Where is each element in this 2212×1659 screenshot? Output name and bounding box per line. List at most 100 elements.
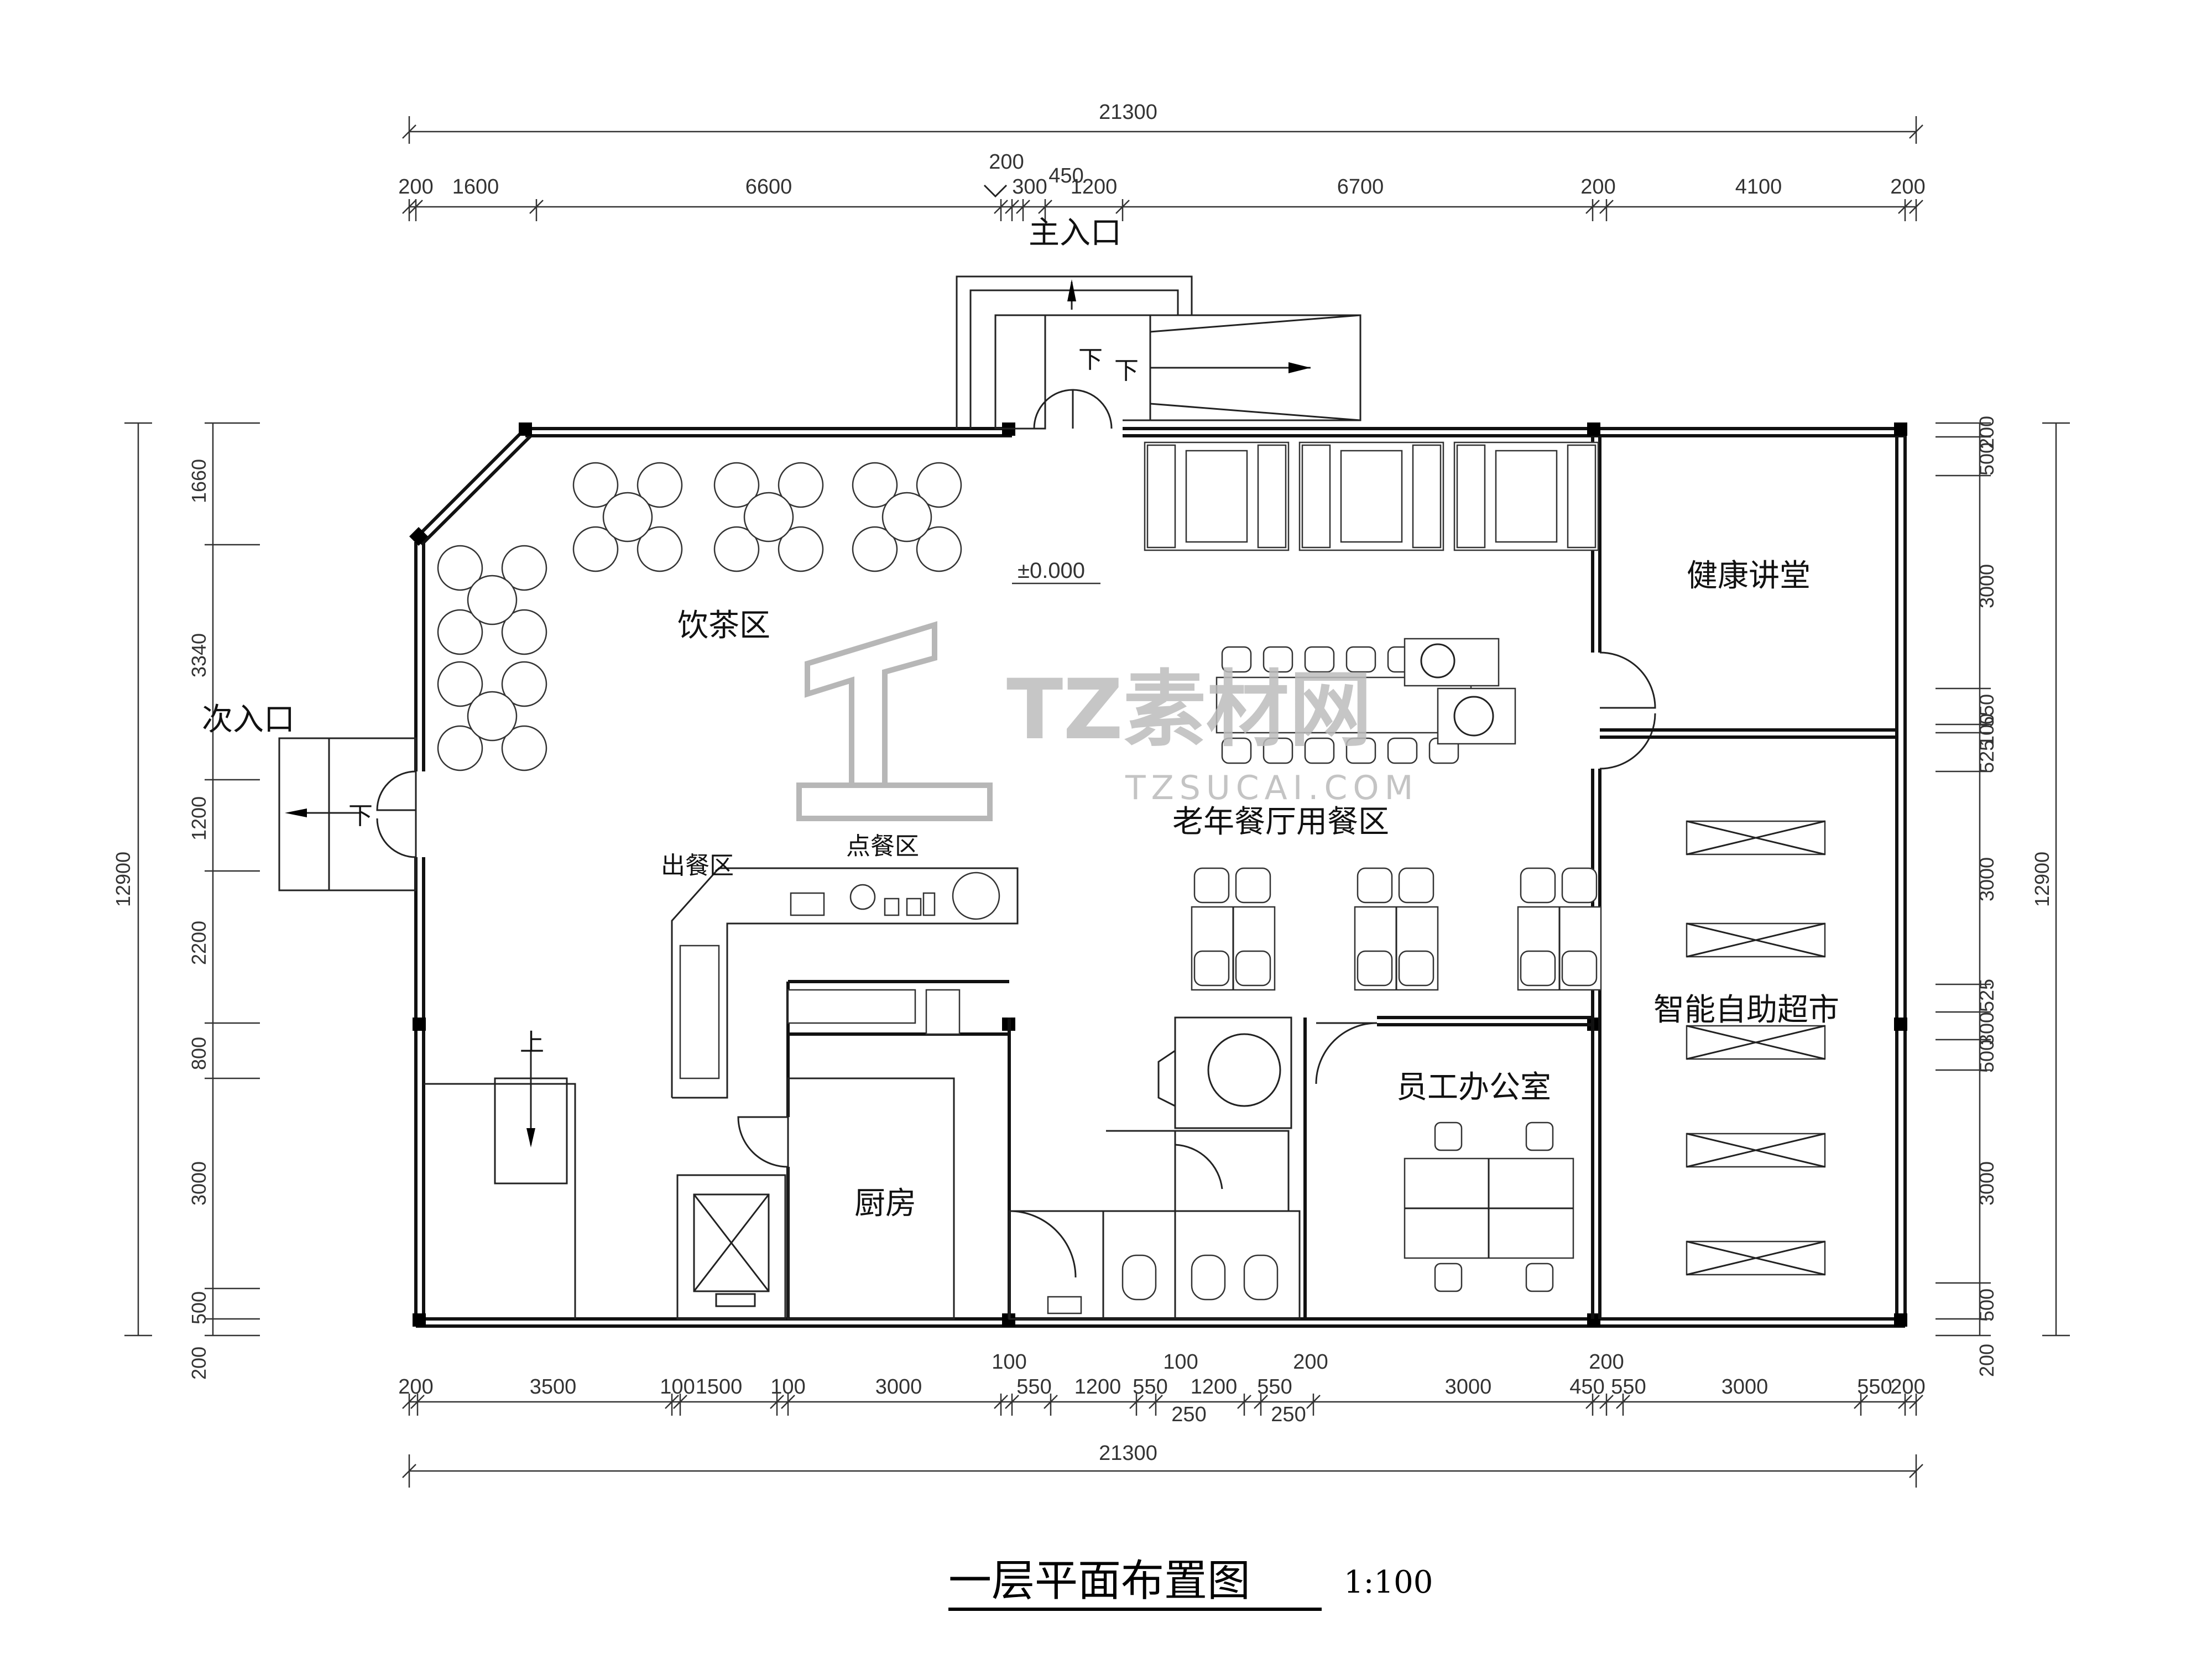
dim-bottom-segment: 1200 (1074, 1375, 1121, 1399)
watermark-url-text: TZSUCAI.COM (1125, 769, 1418, 807)
stair-mark-down-2: 下 (1114, 357, 1139, 385)
dim-top-segment: 1200 (1071, 175, 1118, 199)
dim-left-segment: 500 (187, 1291, 210, 1324)
dim-right-segments: 2005003000550100525300052530050030005002… (1975, 416, 1998, 1377)
dim-left-segment: 3000 (187, 1161, 210, 1206)
dim-top-segment: 6700 (1337, 175, 1384, 199)
watermark-logo-mark (796, 621, 993, 821)
stair-mark-up: 上 (520, 1029, 544, 1057)
dim-top-segment: 4100 (1735, 175, 1782, 199)
dim-right-segment: 500 (1975, 1040, 1998, 1073)
dim-top-segment: 450 (1048, 164, 1083, 187)
dim-left-segment: 1660 (187, 459, 210, 503)
dim-left-segment: 3340 (187, 633, 210, 677)
dim-bottom-segment: 550 (1257, 1375, 1292, 1399)
exterior-walls (413, 427, 1907, 1328)
elevator (676, 1174, 786, 1320)
market-shelf (1686, 1133, 1826, 1168)
dining-table-group (1191, 867, 1276, 991)
dim-bottom-segment-secondary: 250 (1271, 1403, 1306, 1426)
dim-bottom-segment: 3000 (1445, 1375, 1492, 1399)
dim-top-total: 21300 (1099, 101, 1157, 124)
market-shelves (1686, 820, 1826, 1276)
office-desks (1404, 1121, 1574, 1292)
dim-left-total: 12900 (112, 852, 134, 907)
dim-right-segment: 3000 (1975, 1161, 1998, 1206)
booth-seating (1144, 441, 1599, 551)
dim-left-segment: 2200 (187, 921, 210, 965)
booth (1298, 441, 1444, 551)
watermark-logo-text: TZ素材网 (1006, 662, 1372, 758)
dim-bottom-segment: 550 (1611, 1375, 1646, 1399)
dim-bottom-segment: 550 (1016, 1375, 1051, 1399)
dim-top-segment: 200 (989, 150, 1024, 174)
dim-bottom-total: 21300 (1099, 1442, 1157, 1465)
label-main-entrance: 主入口 (1029, 215, 1121, 251)
dim-bottom-segment-secondary: 100 (1163, 1350, 1198, 1374)
dim-bottom-segment-secondary: 200 (1293, 1350, 1328, 1374)
dim-right-segment: 500 (1975, 1288, 1998, 1322)
drawing-title: 一层平面布置图 (948, 1556, 1250, 1606)
booth (1453, 441, 1599, 551)
stair-mark-down-1: 下 (1078, 346, 1103, 374)
dim-bottom-segment: 550 (1133, 1375, 1167, 1399)
toilet-fixtures (1047, 1254, 1279, 1314)
service-counter (671, 867, 1019, 1099)
dim-bottom-segment-secondary: 250 (1171, 1403, 1206, 1426)
label-health-lecture: 健康讲堂 (1687, 558, 1811, 594)
dim-right-segment: 200 (1975, 416, 1998, 449)
label-dining-area: 老年餐厅用餐区 (1172, 804, 1389, 840)
dim-top-segment: 200 (398, 175, 433, 199)
tea-tables (437, 462, 962, 771)
structural-columns (409, 422, 1907, 1327)
side-entrance (278, 737, 417, 891)
watermark: TZ素材网 TZSUCAI.COM (796, 621, 1418, 821)
planters (1404, 638, 1516, 745)
stair-up (424, 1051, 576, 1319)
label-staff-office: 员工办公室 (1396, 1070, 1551, 1105)
level-mark: ±0.000 (1018, 559, 1085, 583)
dim-top-segment: 200 (1580, 175, 1615, 199)
dim-right-segment: 3000 (1975, 564, 1998, 608)
label-ordering-area: 点餐区 (846, 832, 919, 860)
label-tea-area: 饮茶区 (677, 608, 770, 644)
main-entrance-portico (956, 184, 1361, 430)
dim-bottom-segment: 1500 (696, 1375, 743, 1399)
label-kitchen: 厨房 (854, 1186, 916, 1222)
dim-bottom-segment: 100 (770, 1375, 805, 1399)
market-shelf (1686, 820, 1826, 855)
dim-top-segment: 200 (1890, 175, 1925, 199)
dim-bottom-segment: 550 (1857, 1375, 1892, 1399)
tea-table-set (852, 462, 962, 572)
dim-right-segment: 525 (1975, 979, 1998, 1012)
market-shelf (1686, 922, 1826, 958)
dim-bottom-segment-secondary: 200 (1589, 1350, 1624, 1374)
dim-bottom-segment-secondary: 100 (992, 1350, 1026, 1374)
dim-bottom-segment: 3500 (530, 1375, 577, 1399)
dim-bottom-segment: 3000 (875, 1375, 922, 1399)
dim-bottom-segment: 200 (1890, 1375, 1925, 1399)
interior-partitions (737, 436, 1897, 1320)
dim-top-segment: 1600 (452, 175, 499, 199)
tea-table-set (713, 462, 824, 572)
dim-right-segment: 3000 (1975, 857, 1998, 901)
stair-mark-down-3: 下 (348, 802, 373, 830)
dim-bottom-segments-secondary: 100 100 200 250 250 200 (992, 1350, 1624, 1426)
dim-top-segment: 6600 (745, 175, 792, 199)
tea-table-set (572, 462, 683, 572)
market-shelf (1686, 1240, 1826, 1276)
drawing-scale: 1:100 (1344, 1564, 1433, 1600)
dim-bottom-segment: 1200 (1191, 1375, 1238, 1399)
dining-table-group (1354, 867, 1439, 991)
dimension-lines (124, 116, 2070, 1488)
dim-left-segment: 800 (187, 1037, 210, 1070)
dim-right-segment: 500 (1975, 442, 1998, 476)
dim-right-total: 12900 (2031, 852, 2053, 907)
dim-right-segment: 200 (1975, 1344, 1998, 1377)
dim-left-segment: 1200 (187, 796, 210, 841)
dim-bottom-segment: 200 (398, 1375, 433, 1399)
